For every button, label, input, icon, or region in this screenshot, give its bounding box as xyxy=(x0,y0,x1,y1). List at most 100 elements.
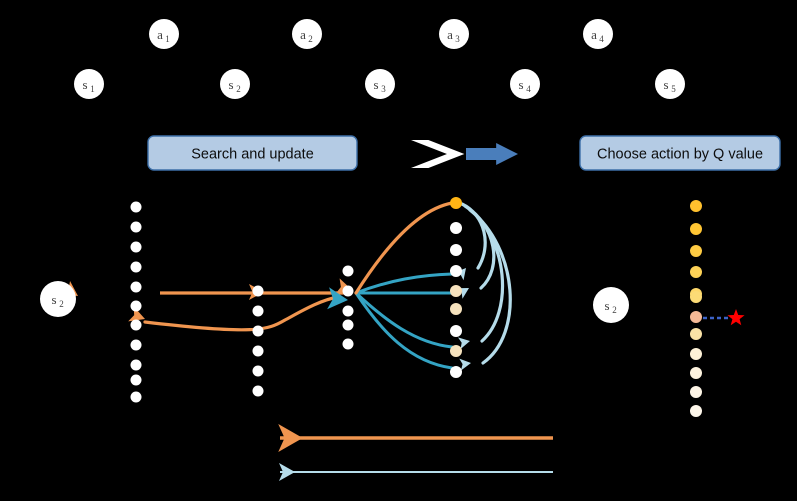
node-subscript: 2 xyxy=(236,84,241,94)
tree-dot[interactable] xyxy=(130,374,142,386)
tree-dot[interactable] xyxy=(450,197,462,209)
tree-dot[interactable] xyxy=(252,345,264,357)
teal-fan-4 xyxy=(354,291,454,370)
tree-dot[interactable] xyxy=(252,305,264,317)
node-circle xyxy=(510,69,540,99)
q-value-dot[interactable] xyxy=(690,223,702,235)
node-letter: s xyxy=(82,77,87,92)
node-letter: s xyxy=(518,77,523,92)
column-3 xyxy=(342,265,354,350)
tree-dot[interactable] xyxy=(252,285,264,297)
q-value-selection xyxy=(703,309,745,326)
return-curve-4 xyxy=(468,208,512,365)
tree-dot[interactable] xyxy=(450,366,462,378)
tree-dot[interactable] xyxy=(342,319,354,331)
tree-dot[interactable] xyxy=(450,345,462,357)
white-chevron-icon xyxy=(411,140,465,168)
tree-dot[interactable] xyxy=(252,385,264,397)
tree-dot[interactable] xyxy=(130,391,142,403)
tree-dot[interactable] xyxy=(450,244,462,256)
node-letter: a xyxy=(591,27,597,42)
return-arrowhead-4 xyxy=(459,358,471,371)
node-circle xyxy=(365,69,395,99)
tree-dot[interactable] xyxy=(130,319,142,331)
tree-dot[interactable] xyxy=(450,222,462,234)
tree-dot[interactable] xyxy=(130,241,142,253)
tree-dot[interactable] xyxy=(342,338,354,350)
banner-choose-action-by-q-value[interactable]: Choose action by Q value xyxy=(579,135,781,171)
column-4 xyxy=(450,197,462,378)
q-value-dot[interactable] xyxy=(690,200,702,212)
node-subscript: 1 xyxy=(90,84,95,94)
teal-fan-1 xyxy=(354,272,454,295)
tree-dot[interactable] xyxy=(450,303,462,315)
tree-dot[interactable] xyxy=(450,265,462,277)
q-value-dot-selected[interactable] xyxy=(690,311,702,323)
node-subscript: 3 xyxy=(381,84,386,94)
q-value-dot[interactable] xyxy=(690,328,702,340)
blue-block-arrow-icon xyxy=(466,143,518,165)
tree-dot[interactable] xyxy=(130,261,142,273)
node-letter: s xyxy=(373,77,378,92)
q-value-dot[interactable] xyxy=(690,245,702,257)
column-2 xyxy=(252,285,264,397)
tree-dot[interactable] xyxy=(450,325,462,337)
tree-dot[interactable] xyxy=(130,201,142,213)
tree-dot[interactable] xyxy=(130,339,142,351)
bottom-feedback-arrows xyxy=(278,424,553,481)
tree-dot[interactable] xyxy=(130,281,142,293)
q-value-dot[interactable] xyxy=(690,266,702,278)
tree-dot[interactable] xyxy=(450,285,462,297)
banner-background xyxy=(147,135,358,171)
banner-search-and-update[interactable]: Search and update xyxy=(147,135,358,171)
node-subscript: 2 xyxy=(59,299,64,309)
q-value-dot[interactable] xyxy=(690,367,702,379)
q-value-dot[interactable] xyxy=(690,348,702,360)
teal-arrowhead-hub xyxy=(327,287,348,310)
node-circle xyxy=(655,69,685,99)
node-circle xyxy=(439,19,469,49)
tree-dot[interactable] xyxy=(342,265,354,277)
banner-label: Search and update xyxy=(191,147,314,163)
tree-dot[interactable] xyxy=(252,325,264,337)
q-value-dot[interactable] xyxy=(690,386,702,398)
return-curve-3 xyxy=(466,206,505,343)
node-letter: s xyxy=(228,77,233,92)
banner-group: Search and update Choose action by Q valu… xyxy=(147,135,781,171)
tree-dot[interactable] xyxy=(130,359,142,371)
node-subscript: 4 xyxy=(599,34,604,44)
return-arrowhead-3 xyxy=(457,337,470,350)
tree-dot[interactable] xyxy=(342,285,354,297)
orange-arrowhead-col1 xyxy=(128,306,145,322)
tree-dot[interactable] xyxy=(130,221,142,233)
q-value-dot[interactable] xyxy=(690,405,702,417)
tree-dot[interactable] xyxy=(252,365,264,377)
node-letter: s xyxy=(663,77,668,92)
node-circle xyxy=(74,69,104,99)
node-subscript: 3 xyxy=(455,34,460,44)
orange-curve-to-gold xyxy=(354,201,454,295)
tree-dot[interactable] xyxy=(130,300,142,312)
node-letter: s xyxy=(51,292,56,307)
q-value-dot[interactable] xyxy=(690,291,702,303)
node-letter: s xyxy=(604,298,609,313)
q-value-dot-column xyxy=(690,200,702,417)
tree-dot[interactable] xyxy=(342,305,354,317)
orange-curve-to-state xyxy=(143,295,340,332)
node-letter: a xyxy=(157,27,163,42)
